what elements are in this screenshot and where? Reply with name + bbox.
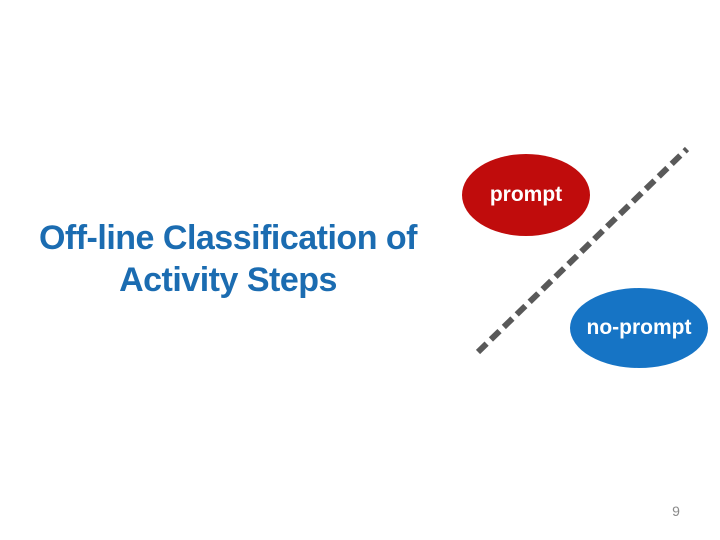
- prompt-ellipse-label: prompt: [489, 183, 563, 206]
- prompt-ellipse: prompt: [462, 154, 590, 236]
- slide-title: Off-line Classification of Activity Step…: [28, 217, 428, 301]
- slide-title-line1: Off-line Classification of: [38, 219, 418, 257]
- page-number: 9: [672, 503, 680, 519]
- dashed-line-stroke: [475, 146, 690, 355]
- no-prompt-ellipse-label: no-prompt: [586, 316, 692, 339]
- slide-title-line2: Activity Steps: [119, 261, 337, 299]
- no-prompt-ellipse: no-prompt: [570, 288, 708, 368]
